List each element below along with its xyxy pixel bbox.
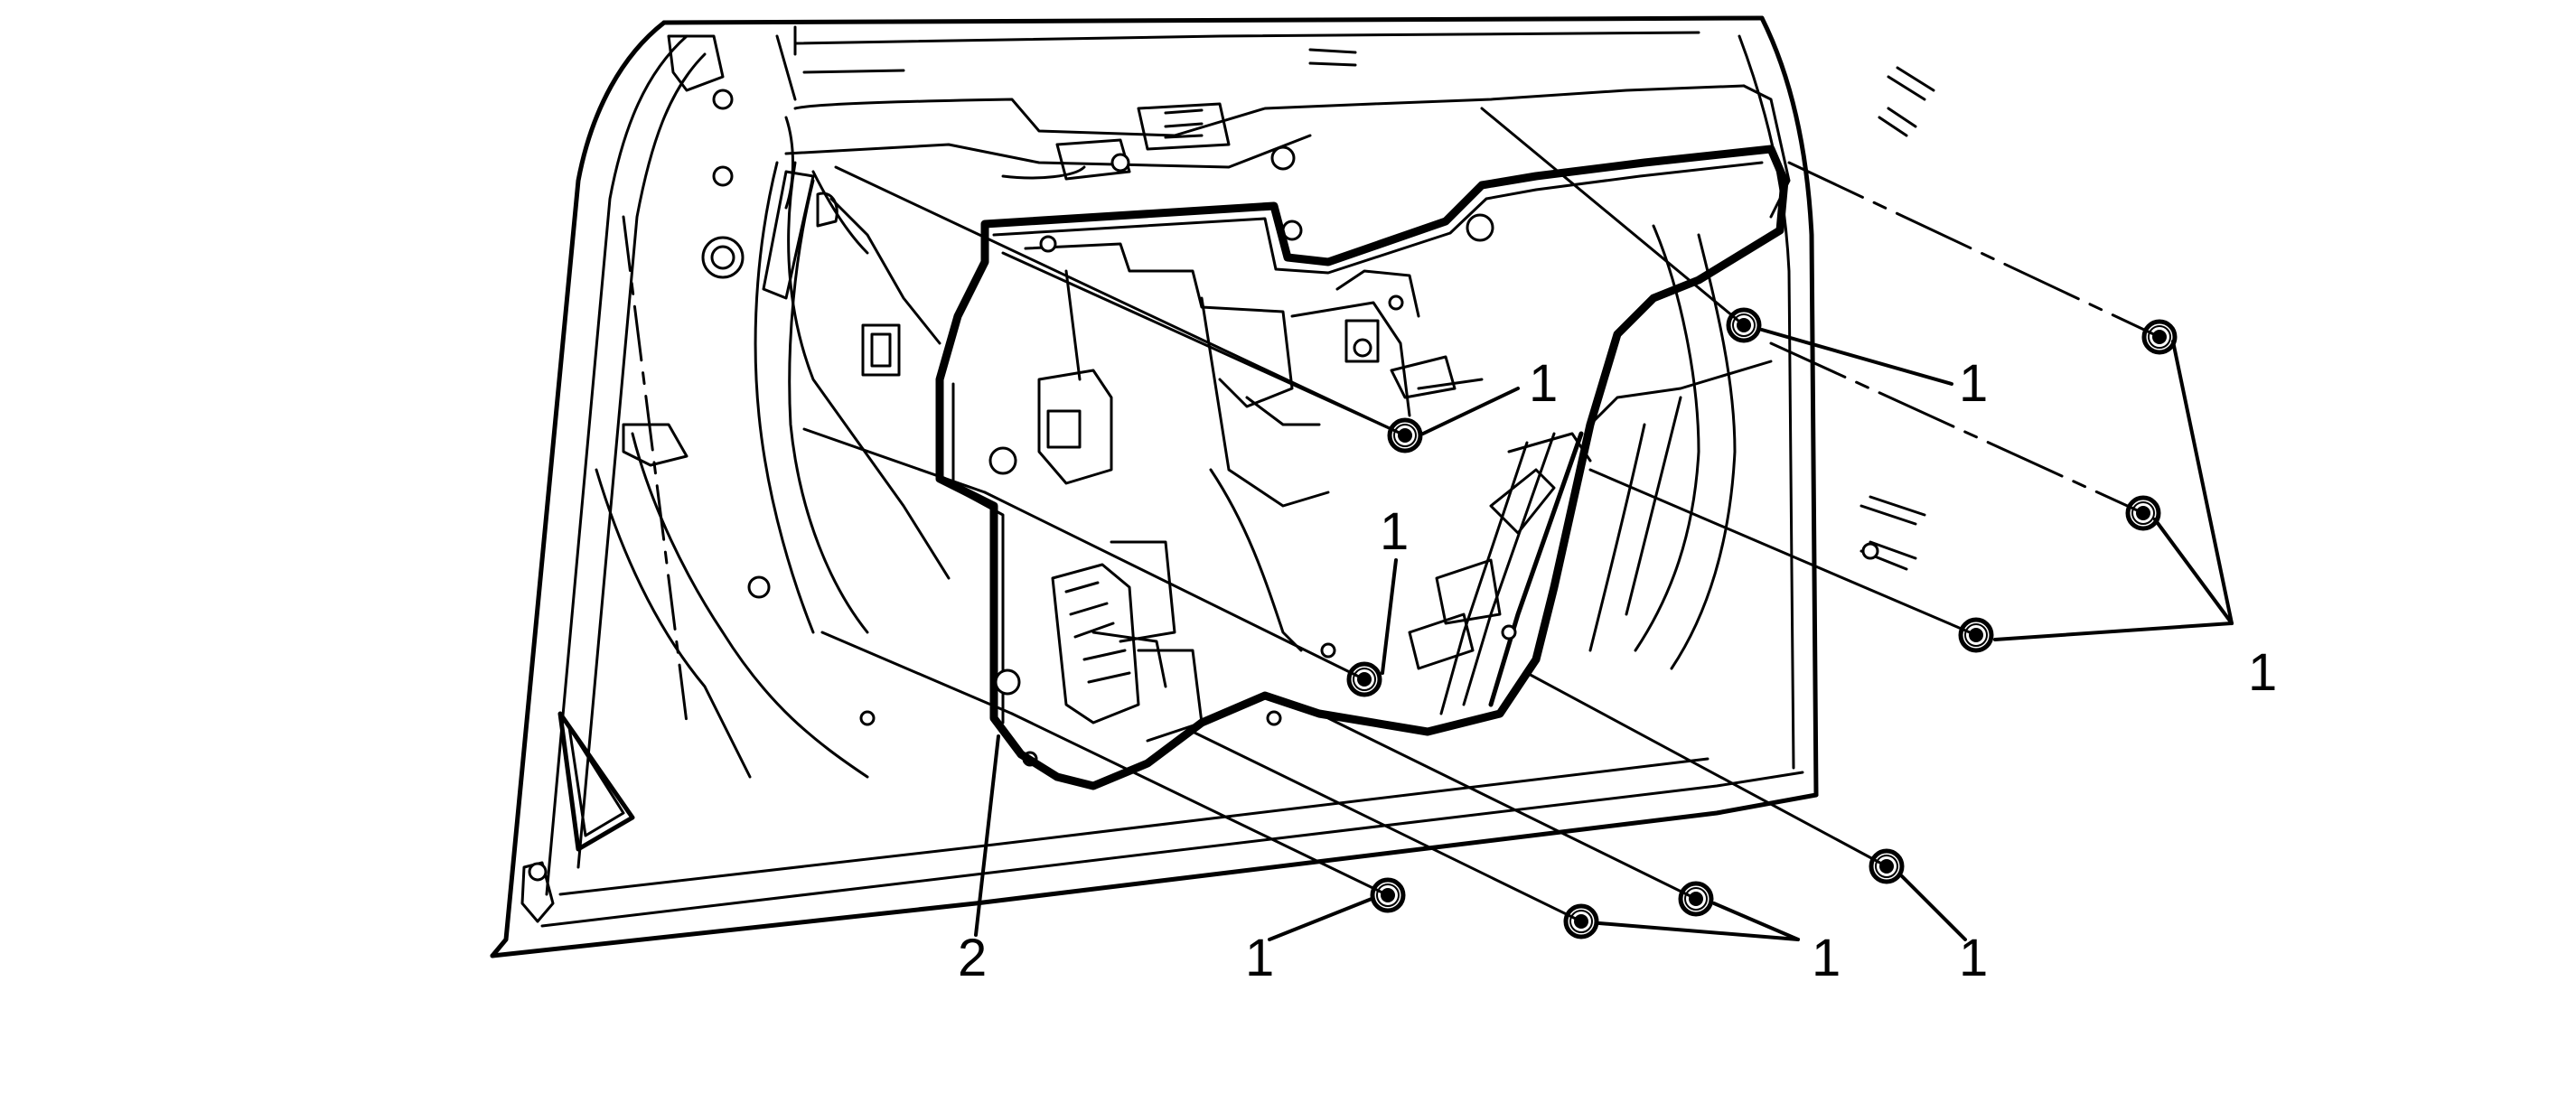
door-frame xyxy=(490,15,1819,958)
callout-c6: 1 xyxy=(1812,929,1841,987)
assembly-line xyxy=(820,631,1014,715)
callout-c2: 1 xyxy=(1959,354,1988,413)
callout-leader xyxy=(2153,518,2234,625)
callout-c4: 1 xyxy=(2248,643,2277,702)
door-inner-panel xyxy=(667,25,1935,767)
callout-leader xyxy=(1900,874,1967,941)
callout-leader xyxy=(1268,897,1373,941)
callout-labels: 1 1 1 1 1 1 1 2 xyxy=(958,354,2277,987)
assembly-line xyxy=(1326,716,1698,901)
callout-leader xyxy=(1712,902,1800,941)
callout-c7: 1 xyxy=(1959,929,1988,987)
assembly-line xyxy=(983,491,1366,681)
callout-c1: 1 xyxy=(1529,354,1558,413)
assembly-line xyxy=(1769,341,2145,515)
assembly-line xyxy=(1191,730,1583,923)
callout-leader xyxy=(1421,387,1520,435)
assembly-line xyxy=(1588,468,1978,637)
callout-leader xyxy=(1381,558,1398,675)
assembly-line xyxy=(1480,107,1746,327)
assembly-line xyxy=(802,427,987,494)
callout-leader xyxy=(974,734,1000,937)
callout-c3: 1 xyxy=(1380,502,1409,561)
assembly-line xyxy=(1525,671,1888,868)
callout-leader xyxy=(1993,622,2234,641)
assembly-lines xyxy=(802,107,2234,941)
window-regulator-module xyxy=(935,145,1789,790)
assembly-line xyxy=(1010,712,1390,897)
callout-c8: 2 xyxy=(958,929,987,987)
assembly-line xyxy=(834,165,1407,437)
assembly-line xyxy=(1001,251,1407,437)
callout-leader xyxy=(1760,328,1953,386)
callout-c5: 1 xyxy=(1245,929,1274,987)
callout-leader xyxy=(1597,921,1800,941)
assembly-line xyxy=(1787,161,2161,339)
callout-leader xyxy=(2171,340,2234,625)
